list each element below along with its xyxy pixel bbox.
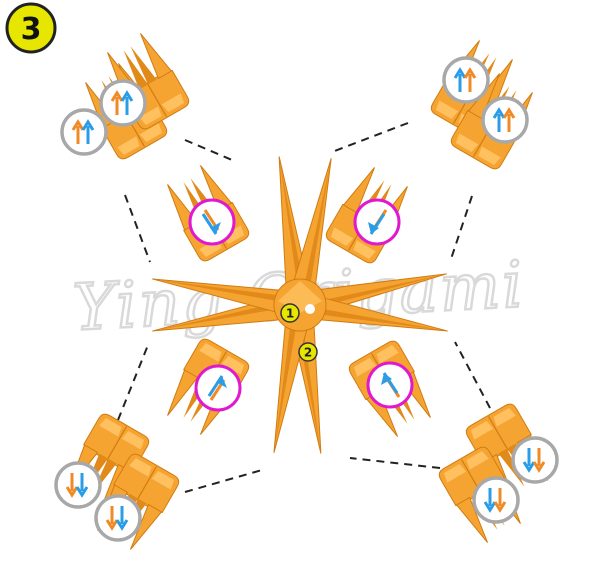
connector-top-right (332, 123, 408, 152)
connector-bottom-left-up (118, 345, 148, 420)
connector-bottom-right (350, 458, 440, 468)
double-arrow-icon (62, 110, 106, 154)
double-arrow-icon (56, 463, 100, 507)
double-arrow-icon (101, 81, 145, 125)
step-badge: 3 (7, 4, 55, 52)
insert-arrow-icon (368, 363, 412, 407)
double-arrow-icon (474, 478, 518, 522)
step-number: 3 (21, 12, 42, 47)
connector-bottom-right-up (455, 342, 490, 408)
double-arrow-icon (444, 58, 488, 102)
marker-1-label: 1 (286, 307, 294, 321)
connector-top-left (185, 140, 232, 160)
insert-arrow-icon (196, 366, 240, 410)
connector-bottom-left (185, 470, 262, 492)
insert-arrow-icon (190, 200, 234, 244)
marker-2: 2 (299, 343, 317, 361)
insert-arrow-icon (355, 200, 399, 244)
double-arrow-icon (513, 438, 557, 482)
double-arrow-icon (96, 496, 140, 540)
marker-1: 1 (281, 304, 299, 322)
double-arrow-icon (483, 98, 527, 142)
connector-top-left-down (125, 195, 150, 262)
marker-2-label: 2 (304, 346, 312, 360)
